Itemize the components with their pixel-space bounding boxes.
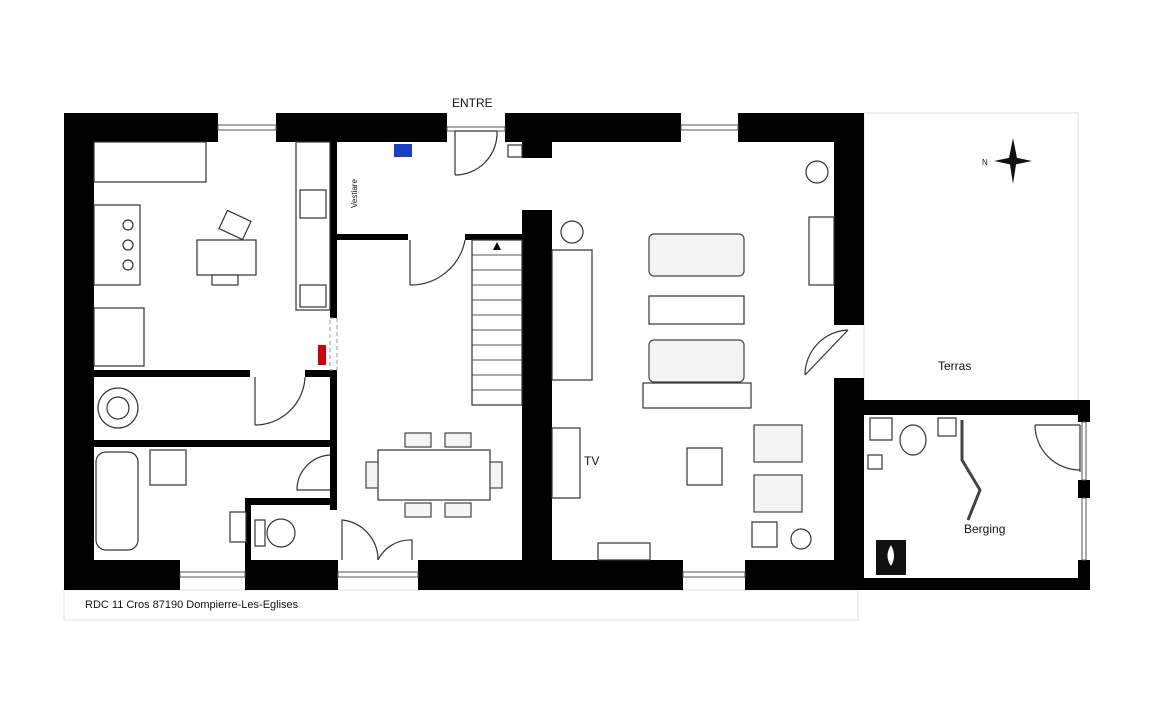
laundry-and-bath	[95, 387, 296, 551]
compass: N	[982, 138, 1032, 184]
cloakroom-label: Vestiare	[350, 179, 359, 208]
tap-sign-icon	[394, 144, 412, 157]
terrace-label: Terras	[938, 359, 971, 373]
kitchen-furniture	[93, 141, 331, 367]
extinguisher-icon	[318, 317, 338, 371]
stairs	[471, 239, 523, 406]
compass-north-label: N	[982, 158, 988, 167]
doors	[254, 130, 1081, 561]
dining-set	[365, 432, 503, 518]
living-furniture	[551, 160, 835, 561]
storage-label: Berging	[964, 522, 1005, 536]
cloakroom-items	[394, 144, 523, 158]
walls	[64, 113, 1090, 590]
entrance-label: ENTRE	[452, 96, 493, 110]
storage-items	[867, 417, 982, 575]
address-caption: RDC 11 Cros 87190 Dompierre-Les-Eglises	[85, 599, 299, 611]
tv-label: TV	[584, 454, 599, 468]
windows	[179, 124, 1087, 578]
